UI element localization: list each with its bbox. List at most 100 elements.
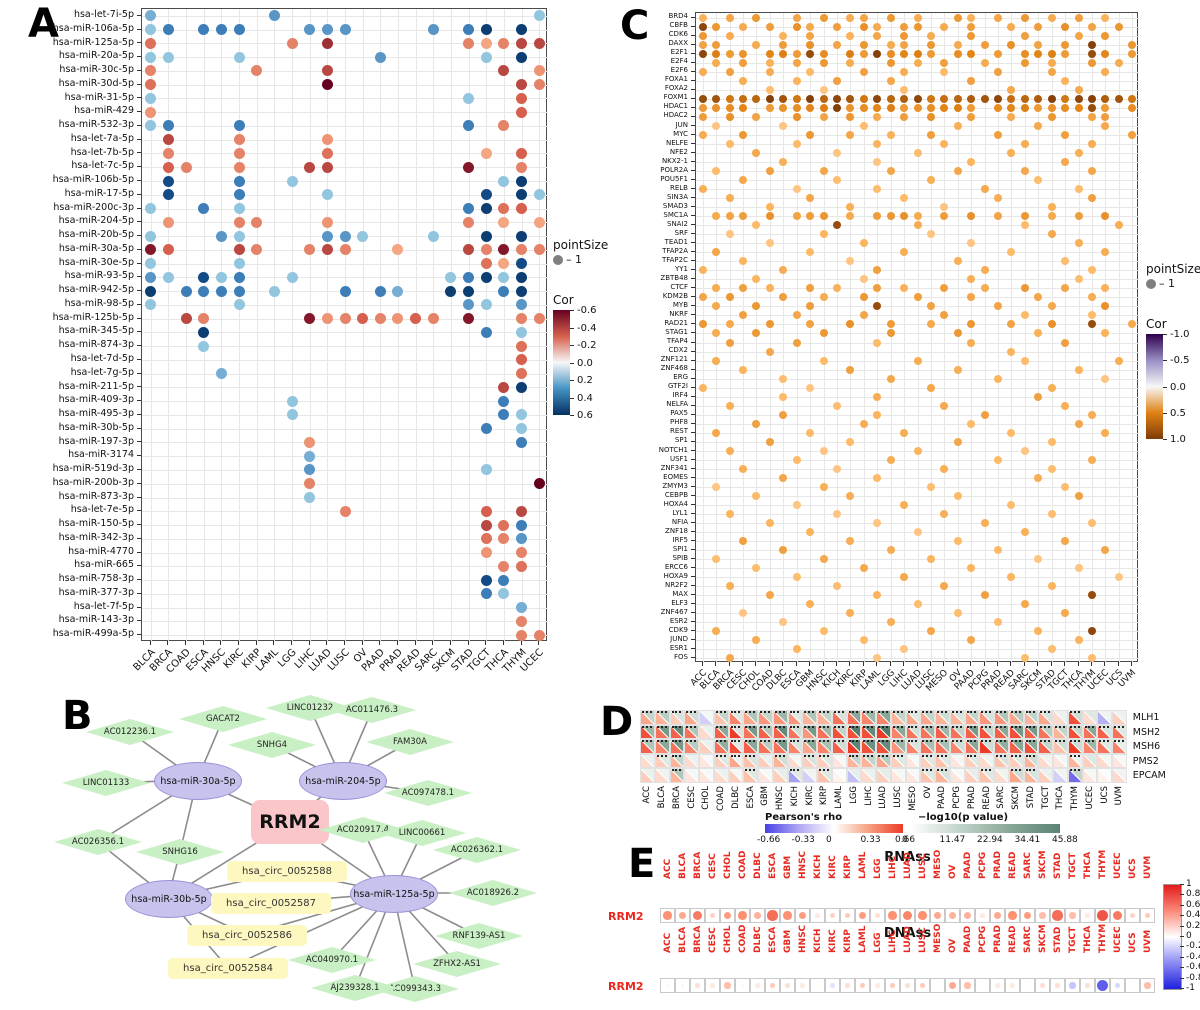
cor-dot: [926, 555, 935, 564]
cor-dot: [806, 248, 815, 257]
significance-dots: [1010, 725, 1021, 728]
mmr-cell: [920, 753, 935, 769]
cor-dot: [900, 645, 909, 654]
mmr-cell: [964, 753, 980, 769]
panel-d-col-label: BRCA: [671, 786, 682, 810]
panel-e-row-label: RRM2: [608, 910, 644, 923]
significance-dots: [1025, 725, 1036, 728]
cor-dot: [940, 139, 949, 148]
colorbar-tick: [1163, 386, 1167, 388]
gridline-h: [142, 263, 548, 265]
panel-e-col-label: STAD: [1052, 852, 1063, 879]
cor-dot: [145, 203, 157, 215]
x-tick: [432, 641, 434, 645]
significance-dots: [892, 711, 903, 713]
cor-dot: [900, 31, 909, 40]
e-colorbar-tick: [1180, 956, 1184, 958]
stemness-dot: [905, 983, 910, 988]
significance-dots: [833, 711, 844, 713]
gridline-v: [450, 9, 452, 642]
cor-dot: [725, 31, 734, 40]
cor-dot: [859, 419, 868, 428]
significance-dots: [951, 711, 962, 713]
cor-dot: [994, 302, 1003, 311]
panel-c-y-label: POLR2A: [660, 165, 688, 174]
cor-dot: [321, 230, 333, 242]
panel-b-letter: B: [62, 693, 93, 739]
mmr-cell: [905, 739, 921, 754]
cor-dot: [162, 189, 174, 201]
stemness-dot: [845, 983, 850, 988]
cor-dot: [1114, 221, 1123, 230]
gridline-v: [186, 9, 188, 642]
panel-c-y-label: LYL1: [672, 508, 688, 517]
panel-e-col-label: LAML: [857, 925, 868, 953]
cor-dot: [180, 285, 192, 297]
cor-dot: [516, 285, 528, 297]
gridline-h: [696, 270, 1139, 272]
gridline-h: [142, 153, 548, 155]
stemness-dot: [936, 984, 939, 987]
cor-dot: [926, 112, 935, 121]
cor-dot: [321, 161, 333, 173]
circrna-node: hsa_circ_0052587: [211, 892, 331, 914]
cor-dot: [926, 176, 935, 184]
x-tick: [849, 662, 851, 666]
cor-dot: [980, 185, 989, 194]
panel-d-col-label: LUAD: [878, 786, 889, 809]
mmr-cell: [831, 739, 847, 754]
cor-dot: [779, 31, 788, 40]
cor-dot: [1074, 185, 1083, 194]
panel-d-row-label: EPCAM: [1132, 770, 1166, 782]
cor-dot: [846, 103, 855, 112]
y-tick: [691, 242, 695, 244]
significance-dots: [686, 711, 696, 713]
cor-dot: [926, 320, 935, 329]
cor-dot: [832, 94, 841, 103]
y-tick: [691, 359, 695, 361]
panel-d-row-label: MSH2: [1132, 726, 1161, 738]
significance-dots: [1010, 769, 1021, 772]
cor-dot: [806, 284, 815, 293]
gridline-h: [696, 550, 1139, 552]
cor-dot: [792, 49, 801, 58]
gridline-h: [142, 112, 548, 114]
stemness-dot: [710, 983, 715, 988]
stemness-dot: [738, 911, 747, 920]
e-colorbar-tick-label: 0.4: [1186, 910, 1200, 921]
rho-tick-label: 0.33: [860, 835, 881, 845]
mmr-cell: [743, 753, 758, 769]
cor-dot: [725, 230, 734, 239]
panel-c-y-label: ESR1: [669, 644, 688, 653]
colorbar-tick-label: 0.2: [577, 375, 593, 386]
significance-dots: [833, 740, 844, 743]
significance-dots: [715, 711, 726, 713]
cor-dot: [145, 65, 157, 77]
y-tick: [137, 510, 141, 512]
cor-dot: [900, 194, 909, 203]
cor-dot: [940, 311, 949, 320]
y-tick: [691, 549, 695, 551]
cor-dot: [145, 258, 157, 270]
mmr-cell: [920, 710, 935, 725]
cor-dot: [994, 618, 1003, 627]
cor-dot: [994, 130, 1003, 139]
panel-d-row-label: PMS2: [1132, 755, 1159, 767]
cor-dot: [940, 67, 949, 76]
stemness-dot: [1144, 982, 1151, 989]
mmr-cell: [964, 710, 980, 725]
cor-dot: [463, 92, 475, 104]
cor-dot: [480, 464, 492, 476]
panel-c-y-label: SIN3A: [667, 192, 688, 201]
stemness-dot: [1131, 984, 1134, 987]
y-tick: [137, 42, 141, 44]
cor-dot: [738, 22, 747, 31]
colorbar-tick-label: 0.4: [577, 392, 593, 404]
mmr-cell: [876, 768, 891, 783]
y-tick: [691, 160, 695, 162]
cor-dot: [712, 58, 721, 67]
cor-dot: [480, 203, 492, 215]
significance-dots: [863, 725, 873, 728]
cor-dot: [967, 103, 976, 112]
y-tick: [137, 28, 141, 30]
